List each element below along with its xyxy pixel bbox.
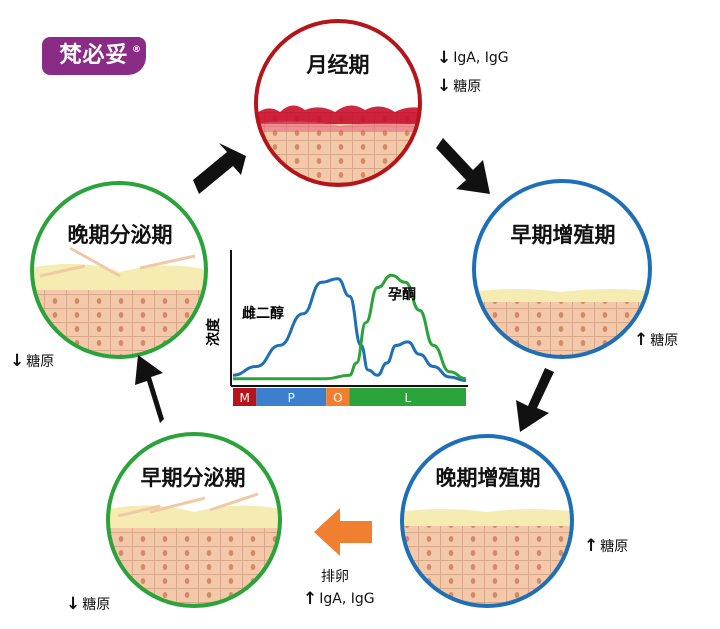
note-text: 排卵 (321, 569, 349, 585)
ovulation-arrow (314, 508, 372, 556)
note-text: 糖原 (26, 354, 55, 370)
note-text: IgA, IgG (453, 50, 509, 66)
note-menstrual-glycogen: ↓ 糖原 (437, 76, 481, 96)
phase-bar-segment-p (256, 388, 327, 406)
arrow-early-to-late-secretory (135, 355, 164, 423)
note-text: 糖原 (453, 79, 482, 95)
phase-bar-label-m: M (240, 391, 250, 405)
note-text: IgA, IgG (319, 591, 375, 607)
phase-title-early-secretory: 早期分泌期 (140, 466, 246, 490)
brand-logo-text: 梵必妥 (59, 43, 129, 68)
phase-title-late-secretory: 晚期分泌期 (67, 223, 173, 247)
arrow-early-to-late-proliferative (516, 368, 554, 432)
registered-mark: ® (132, 45, 142, 55)
series-line-progesterone (232, 273, 467, 381)
early-proliferative-circle (472, 179, 652, 359)
chart-ylabel: 浓度 (205, 317, 222, 346)
note-menstrual-iga: ↓ IgA, IgG (437, 48, 509, 68)
phase-bar-segment-l (349, 388, 466, 406)
phase-title-early-proliferative: 早期增殖期 (510, 223, 616, 247)
up-arrow-icon: ↑ (634, 330, 649, 350)
note-text: 糖原 (82, 597, 111, 613)
series-label-estradiol: 雌二醇 (242, 305, 284, 322)
arrow-late-secretory-to-menstrual (193, 143, 246, 194)
phase-bar-label-l: L (404, 391, 411, 405)
hormone-chart: M P O L 浓度 雌二醇 孕酮 (205, 250, 468, 406)
phase-bar-segment-o (326, 388, 350, 406)
note-early-secretory-glycogen: ↓ 糖原 (66, 594, 110, 614)
note-early-proliferative-glycogen: ↑ 糖原 (634, 330, 678, 350)
up-arrow-icon: ↑ (303, 589, 318, 609)
phase-title-menstrual: 月经期 (306, 53, 370, 77)
late-secretory-circle (30, 181, 208, 359)
series-line-estradiol (232, 277, 467, 382)
note-text: 糖原 (600, 539, 629, 555)
down-arrow-icon: ↓ (66, 594, 81, 614)
note-ovulation-iga: ↑ IgA, IgG (303, 589, 375, 609)
note-late-proliferative-glycogen: ↑ 糖原 (584, 536, 628, 556)
series-label-progesterone: 孕酮 (388, 287, 416, 303)
down-arrow-icon: ↓ (10, 351, 25, 371)
note-text: 糖原 (650, 333, 679, 349)
arrow-menstrual-to-early-proliferative (436, 138, 490, 194)
phase-title-late-proliferative: 晚期增殖期 (435, 466, 541, 490)
brand-logo: 梵必妥® (42, 37, 146, 75)
note-ovulation-title: 排卵 (321, 566, 349, 586)
up-arrow-icon: ↑ (584, 536, 599, 556)
down-arrow-icon: ↓ (437, 48, 452, 68)
phase-bar-segment-m (233, 388, 257, 406)
phase-bar-label-p: P (288, 391, 295, 405)
phase-bar-label-o: O (333, 391, 342, 405)
note-late-secretory-glycogen: ↓ 糖原 (10, 351, 54, 371)
down-arrow-icon: ↓ (437, 76, 452, 96)
